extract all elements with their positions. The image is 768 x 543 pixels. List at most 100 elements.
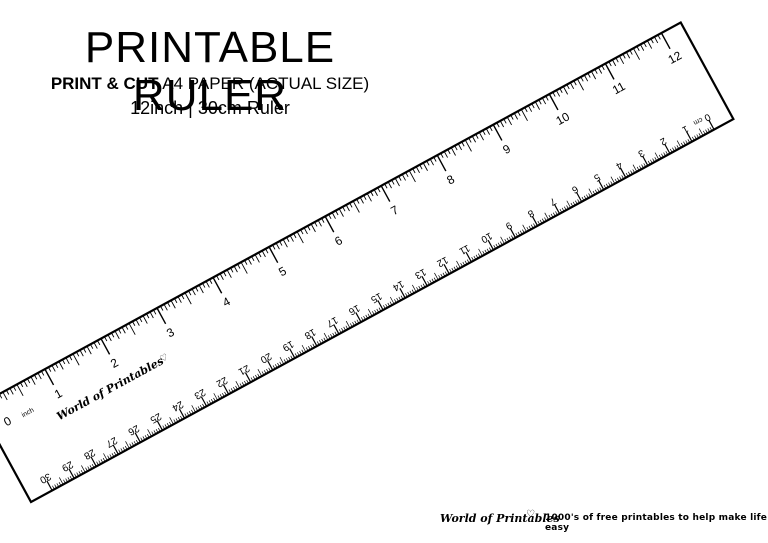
cm-tick <box>134 432 141 443</box>
cm-tick <box>169 417 174 425</box>
cm-label: 0 <box>702 111 713 124</box>
cm-tick <box>421 276 428 287</box>
cm-tick <box>411 289 415 294</box>
inch-tick <box>615 57 619 63</box>
cm-tick <box>208 400 212 405</box>
inch-tick <box>471 135 477 143</box>
cm-label: 21 <box>236 362 251 377</box>
inch-tick <box>576 78 584 91</box>
cm-tick <box>698 133 702 137</box>
cm-tick <box>522 224 527 233</box>
cm-tick <box>396 297 399 302</box>
cm-tick <box>153 430 157 435</box>
cm-tick <box>85 467 88 472</box>
cm-tick <box>597 188 600 193</box>
cm-tick <box>550 213 554 218</box>
inch-tick <box>461 141 465 147</box>
cm-tick <box>405 293 408 297</box>
cm-tick <box>122 447 126 451</box>
cm-scale <box>46 119 715 491</box>
cm-tick <box>500 236 505 245</box>
cm-tick <box>566 205 569 210</box>
cm-tick <box>676 145 680 149</box>
inch-tick <box>97 340 101 346</box>
cm-tick <box>522 229 525 234</box>
cm-tick <box>151 431 154 436</box>
inch-tick <box>5 389 10 395</box>
inch-tick <box>517 111 521 116</box>
cm-tick <box>559 208 563 213</box>
inch-tick <box>258 252 262 258</box>
inch-tick <box>373 189 378 196</box>
inch-label: 12 <box>666 48 685 67</box>
inch-tick <box>177 296 182 303</box>
cm-tick <box>327 335 331 340</box>
cm-tick <box>484 249 488 254</box>
inch-tick <box>422 162 428 171</box>
inch-tick <box>377 187 381 193</box>
inch-tick <box>478 132 484 141</box>
cm-label: 25 <box>148 410 163 425</box>
cm-tick <box>515 232 519 237</box>
inch-tick <box>380 185 391 202</box>
inch-tick <box>647 40 653 49</box>
inch-tick <box>142 315 148 324</box>
cm-tick <box>98 460 101 465</box>
cm-tick <box>632 169 635 174</box>
cm-tick <box>103 453 108 461</box>
inch-tick <box>604 63 615 80</box>
cm-tick <box>460 263 463 267</box>
cm-tick <box>608 182 611 187</box>
inch-tick <box>244 260 248 265</box>
inch-tick <box>640 44 645 51</box>
cm-tick <box>650 159 653 164</box>
cm-tick <box>146 433 150 438</box>
cm-tick <box>639 165 642 170</box>
cm-tick <box>235 381 240 389</box>
inch-tick <box>562 86 569 95</box>
cm-tick <box>616 177 620 182</box>
inch-tick <box>331 212 336 219</box>
cm-tick <box>319 340 322 344</box>
cm-tick <box>647 160 651 165</box>
cm-tick <box>433 277 437 282</box>
cm-tick <box>365 314 368 319</box>
inch-tick <box>13 386 17 391</box>
cm-tick <box>345 320 351 329</box>
cm-tick <box>334 331 338 336</box>
inch-tick <box>265 248 269 254</box>
cm-tick <box>707 128 710 133</box>
cm-tick <box>456 260 461 269</box>
cm-tick <box>294 353 298 358</box>
cm-tick <box>56 483 60 488</box>
cm-tick <box>186 412 190 417</box>
cm-tick <box>191 405 196 413</box>
cm-tick <box>511 235 514 240</box>
cm-tick <box>112 444 119 455</box>
cm-tick <box>124 445 128 450</box>
inch-tick <box>41 370 45 376</box>
cm-tick <box>394 299 397 303</box>
cm-tick <box>464 260 468 265</box>
cm-tick <box>572 201 576 206</box>
cm-tick <box>599 187 602 192</box>
inch-tick <box>415 166 420 174</box>
inch-tick <box>34 374 38 380</box>
cm-tick <box>65 478 68 483</box>
cm-tick <box>504 238 507 243</box>
cm-tick <box>588 188 594 196</box>
cm-tick <box>528 225 532 230</box>
inch-tick <box>660 32 671 50</box>
cm-tick <box>46 480 53 491</box>
cm-tick <box>462 261 466 266</box>
cm-tick <box>466 259 470 264</box>
inch-tick <box>464 139 472 152</box>
cm-tick <box>213 397 216 402</box>
cm-tick <box>674 146 677 151</box>
inch-tick <box>286 237 290 242</box>
cm-tick <box>555 211 558 216</box>
cm-tick <box>162 425 165 430</box>
inch-tick <box>307 225 311 231</box>
cm-label: 8 <box>525 207 536 220</box>
cm-tick <box>385 303 388 308</box>
